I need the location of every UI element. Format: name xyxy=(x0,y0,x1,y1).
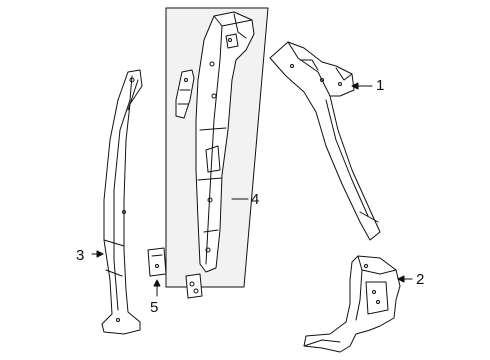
callout-3: 3 xyxy=(76,247,85,264)
leader-2-arrowhead xyxy=(397,275,405,283)
part-1-a-pillar xyxy=(269,41,381,241)
callout-5: 5 xyxy=(150,299,159,316)
part-4-small-bracket xyxy=(175,69,195,119)
callout-4: 4 xyxy=(251,191,260,208)
part-4-pillar-reinforcement xyxy=(195,11,255,273)
leader-3-arrowhead xyxy=(96,250,104,258)
leader-5-arrowhead xyxy=(153,279,161,287)
part-3-b-pillar xyxy=(101,69,143,335)
leader-1-arrowhead xyxy=(351,82,359,90)
part-5-plate xyxy=(147,247,167,277)
callout-2: 2 xyxy=(416,271,425,288)
callout-1: 1 xyxy=(376,77,385,94)
part-4-lower-bracket xyxy=(185,273,203,299)
part-2-hinge-pillar xyxy=(303,255,401,353)
